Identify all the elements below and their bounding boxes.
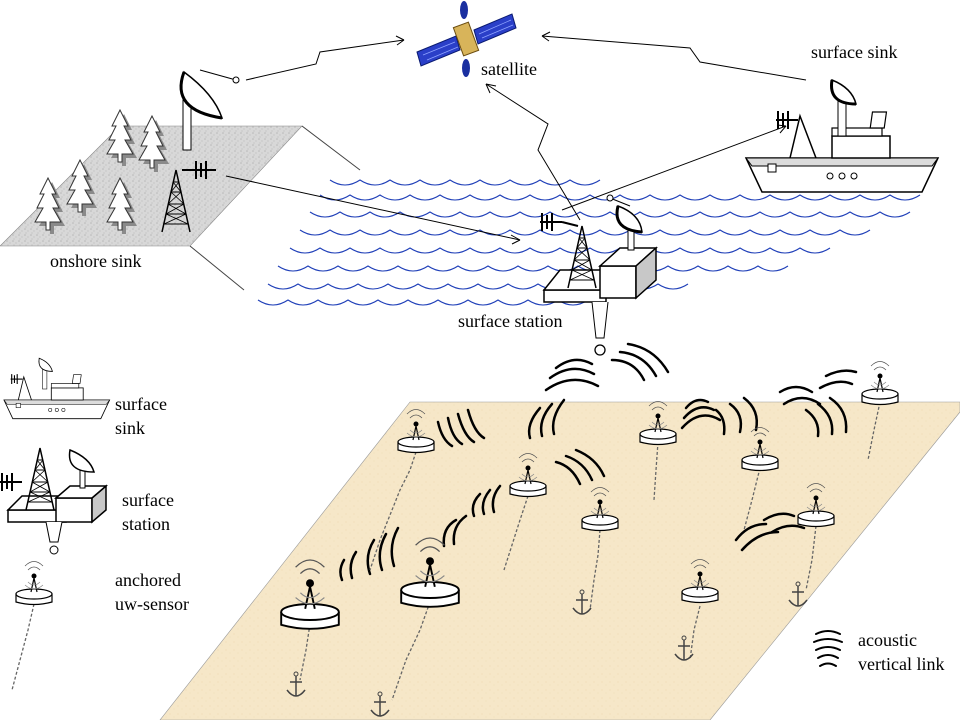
legend-surface-station-icon xyxy=(0,447,109,555)
surface-station xyxy=(539,194,658,356)
legend-surface-sink-icon xyxy=(3,357,111,420)
legend-sensor-icon xyxy=(15,560,53,606)
legend-acoustic-link-label: acoustic vertical link xyxy=(858,628,944,676)
legend-sensor-line1: anchored xyxy=(115,570,181,590)
surface-sink-label: surface sink xyxy=(811,42,898,62)
legend-sensor-label: anchored uw-sensor xyxy=(115,568,189,616)
acoustic-links xyxy=(339,342,858,582)
onshore-tower xyxy=(161,160,217,233)
satellite-label: satellite xyxy=(481,59,537,79)
legend-sensor-line2: uw-sensor xyxy=(115,594,189,614)
satellite-icon xyxy=(416,1,517,77)
onshore-sink-label: onshore sink xyxy=(50,251,142,271)
legend-surface-sink-line2: sink xyxy=(115,418,146,438)
legend-surface-station-label: surface station xyxy=(122,488,174,536)
surface-sink-ship xyxy=(745,78,939,193)
surface-station-label: surface station xyxy=(458,311,563,331)
sensor-tethers xyxy=(11,401,881,701)
onshore-dish xyxy=(179,69,240,151)
legend-surface-station-line1: surface xyxy=(122,490,174,510)
seabed-plane xyxy=(159,401,960,720)
legend-surface-sink-line1: surface xyxy=(115,394,167,414)
radio-links xyxy=(225,31,807,245)
legend-surface-station-line2: station xyxy=(122,514,170,534)
legend-acoustic-link-line2: vertical link xyxy=(858,654,945,674)
legend-acoustic-link-line1: acoustic xyxy=(858,630,917,650)
legend-surface-sink-label: surface sink xyxy=(115,392,167,440)
legend-acoustic-link-icon xyxy=(813,630,843,667)
